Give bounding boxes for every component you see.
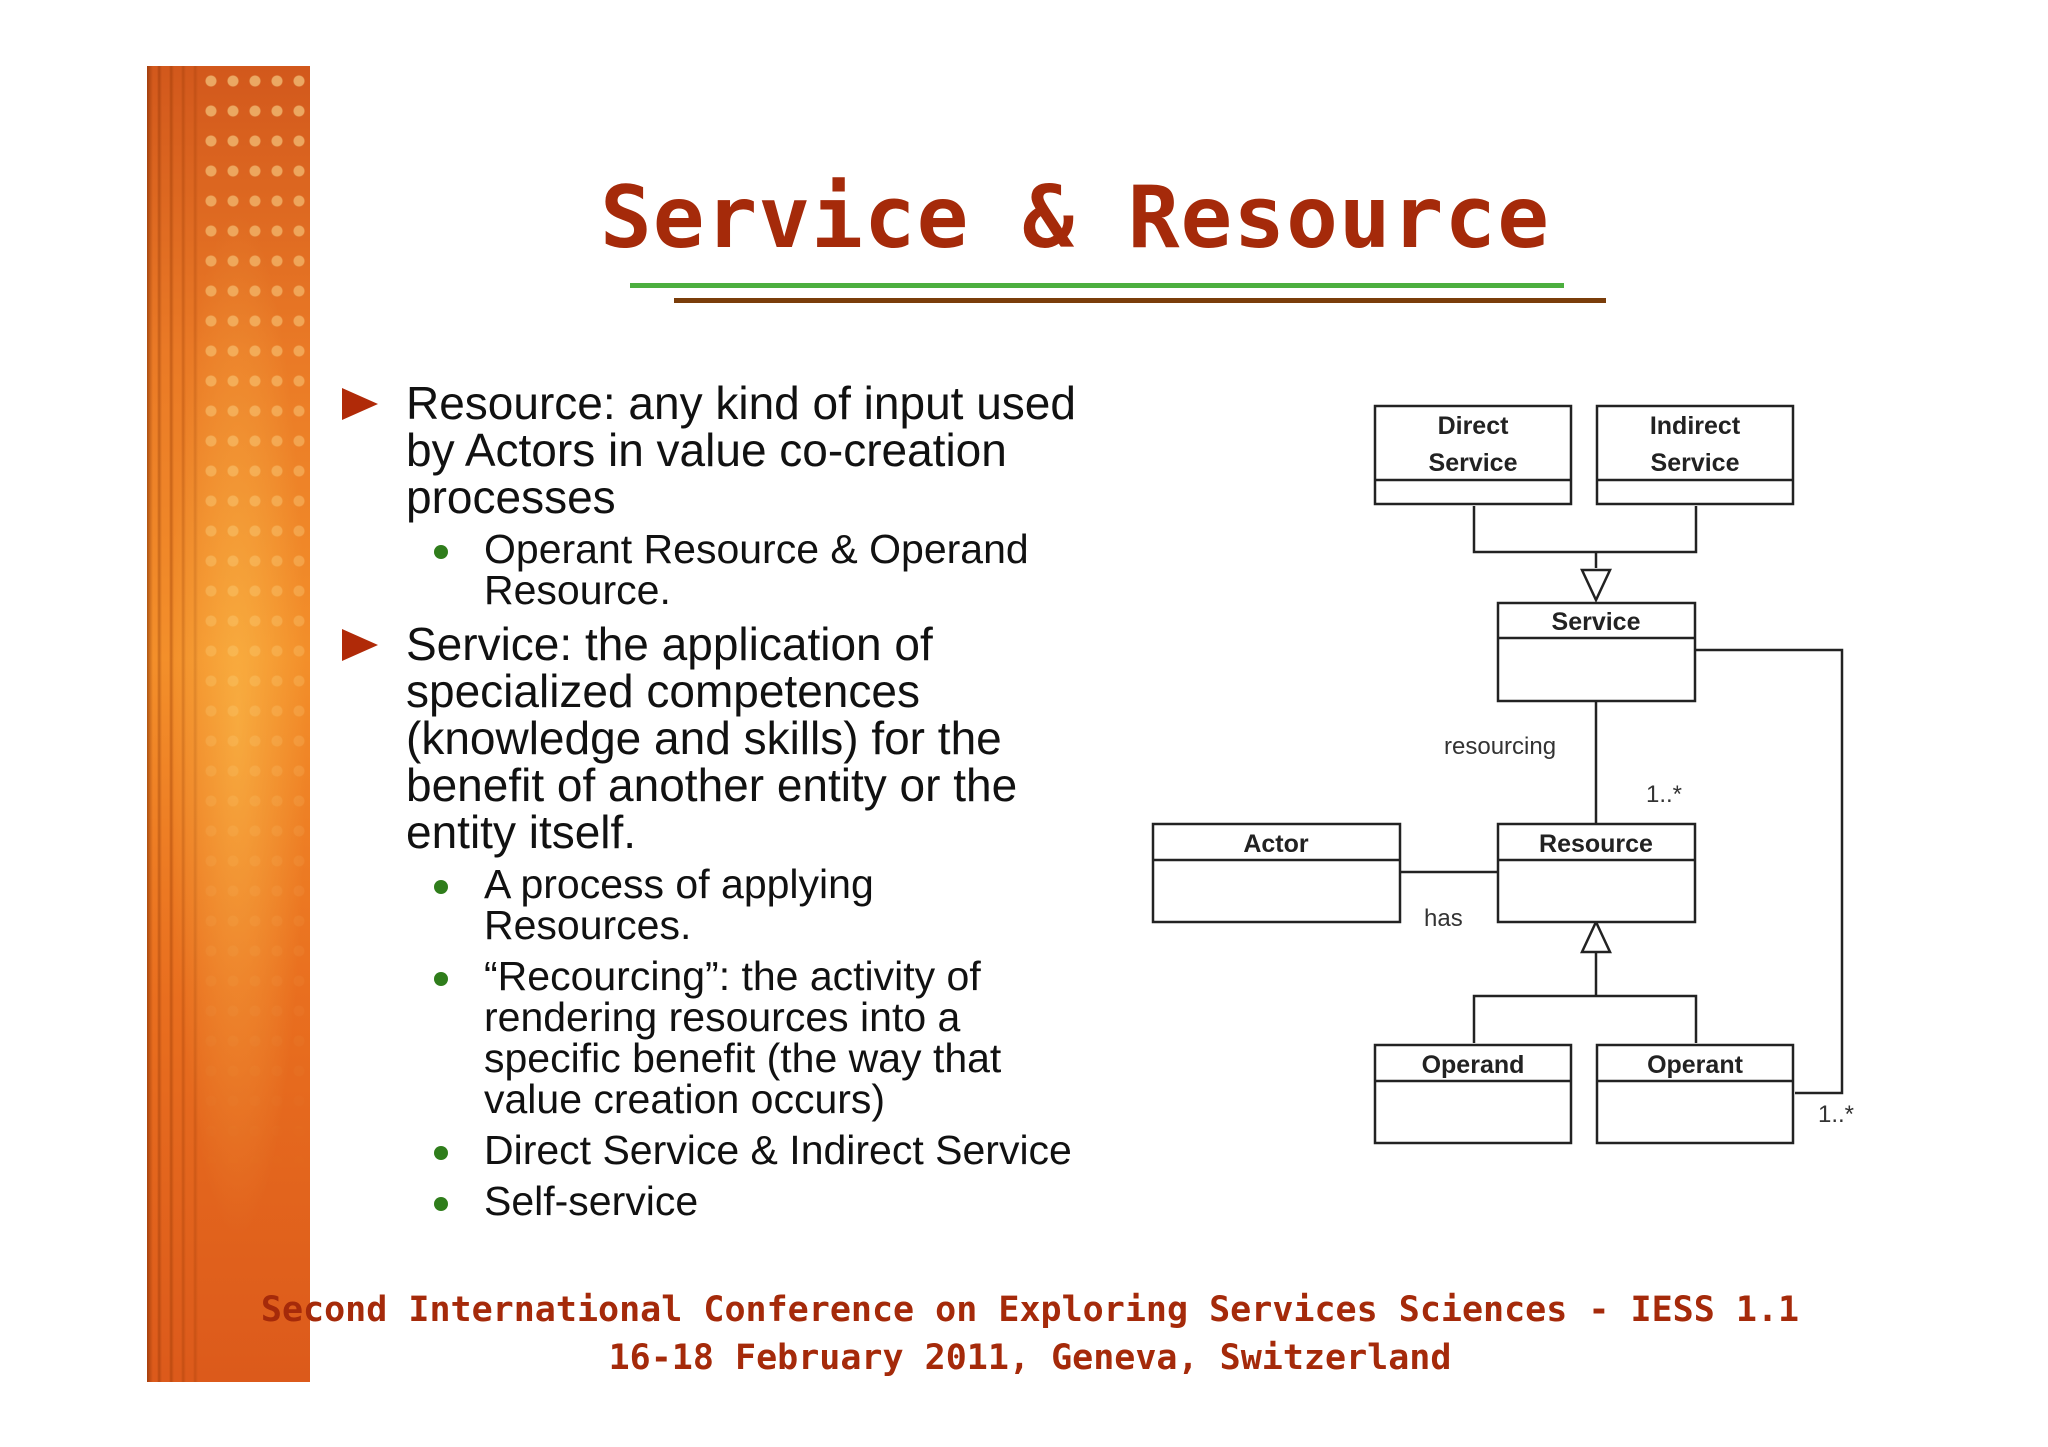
multiplicity-operant: 1..* xyxy=(1818,1101,1854,1128)
class-indirect-service xyxy=(1595,404,1795,506)
class-actor xyxy=(1151,822,1402,924)
footer-conference: Second International Conference on Explo… xyxy=(260,1290,1800,1330)
class-name-operand: Operand xyxy=(1422,1051,1525,1079)
generalization-arrowhead-service xyxy=(1580,568,1612,603)
round-bullet-icon xyxy=(434,545,448,559)
sub-bullet-line: Resource. xyxy=(484,567,671,613)
bullet-line: (knowledge and skills) for the xyxy=(406,712,1002,764)
association-label-has: has xyxy=(1424,905,1463,932)
slide-title: Service & Resource xyxy=(600,168,1550,268)
class-name-actor: Actor xyxy=(1243,830,1309,858)
generalization-connector-resources xyxy=(1472,994,1698,1043)
class-name-operant: Operant xyxy=(1647,1051,1744,1079)
class-direct-service xyxy=(1373,404,1573,506)
bullet-line: processes xyxy=(406,471,616,523)
sub-bullet-line: A process of applying xyxy=(484,861,874,907)
sub-bullet-line: Operant Resource & Operand xyxy=(484,526,1029,572)
title-underline-brown xyxy=(674,298,1606,303)
side-bar-dot-pattern xyxy=(200,66,310,1382)
sub-bullet-process: A process of applying Resources. xyxy=(342,864,1142,946)
bullet-line: entity itself. xyxy=(406,806,637,858)
bullet-line: specialized competences xyxy=(406,665,920,717)
class-operand xyxy=(1373,1043,1573,1145)
triangle-bullet-icon xyxy=(342,388,378,420)
sub-bullet-line: Direct Service & Indirect Service xyxy=(484,1127,1072,1173)
sub-bullet-recourcing: “Recourcing”: the activity of rendering … xyxy=(342,956,1142,1120)
generalization-connector-services xyxy=(1472,506,1698,554)
title-underline-green xyxy=(630,283,1564,288)
bullet-line: by Actors in value co-creation xyxy=(406,424,1007,476)
class-name-direct-line1: Direct xyxy=(1438,412,1510,440)
sub-bullet-self-service: Self-service xyxy=(342,1181,1142,1222)
multiplicity-resource: 1..* xyxy=(1646,781,1682,808)
sub-bullet-operant-operand: Operant Resource & Operand Resource. xyxy=(342,529,1142,611)
class-name-direct-line2: Service xyxy=(1429,449,1518,477)
sub-bullet-line: specific benefit (the way that xyxy=(484,1035,1002,1081)
bullet-line: Resource: any kind of input used xyxy=(406,377,1076,429)
class-name-indirect-line1: Indirect xyxy=(1650,412,1741,440)
association-service-operant xyxy=(1695,648,1844,1095)
bullet-line: benefit of another entity or the xyxy=(406,759,1018,811)
bullet-service: Service: the application of specialized … xyxy=(342,621,1142,856)
round-bullet-icon xyxy=(434,1146,448,1160)
class-resource xyxy=(1496,822,1697,924)
round-bullet-icon xyxy=(434,972,448,986)
class-name-resource: Resource xyxy=(1539,830,1653,858)
class-name-service: Service xyxy=(1552,608,1641,636)
round-bullet-icon xyxy=(434,1197,448,1211)
sub-bullet-line: Resources. xyxy=(484,902,692,948)
sub-bullet-line: rendering resources into a xyxy=(484,994,961,1040)
sub-bullet-line: value creation occurs) xyxy=(484,1076,886,1122)
sub-bullet-line: Self-service xyxy=(484,1178,699,1224)
footer-date-location: 16-18 February 2011, Geneva, Switzerland xyxy=(608,1338,1452,1378)
class-operant xyxy=(1595,1043,1795,1145)
triangle-bullet-icon xyxy=(342,629,378,661)
bullet-line: Service: the application of xyxy=(406,618,933,670)
class-service xyxy=(1496,601,1697,703)
association-label-resourcing: resourcing xyxy=(1444,733,1556,760)
round-bullet-icon xyxy=(434,880,448,894)
bullet-resource: Resource: any kind of input used by Acto… xyxy=(342,380,1142,521)
generalization-arrowhead-resource xyxy=(1580,919,1612,954)
sub-bullet-direct-indirect: Direct Service & Indirect Service xyxy=(342,1130,1142,1171)
sub-bullet-line: “Recourcing”: the activity of xyxy=(484,953,981,999)
class-name-indirect-line2: Service xyxy=(1651,449,1740,477)
bullet-list: Resource: any kind of input used by Acto… xyxy=(342,380,1142,1232)
